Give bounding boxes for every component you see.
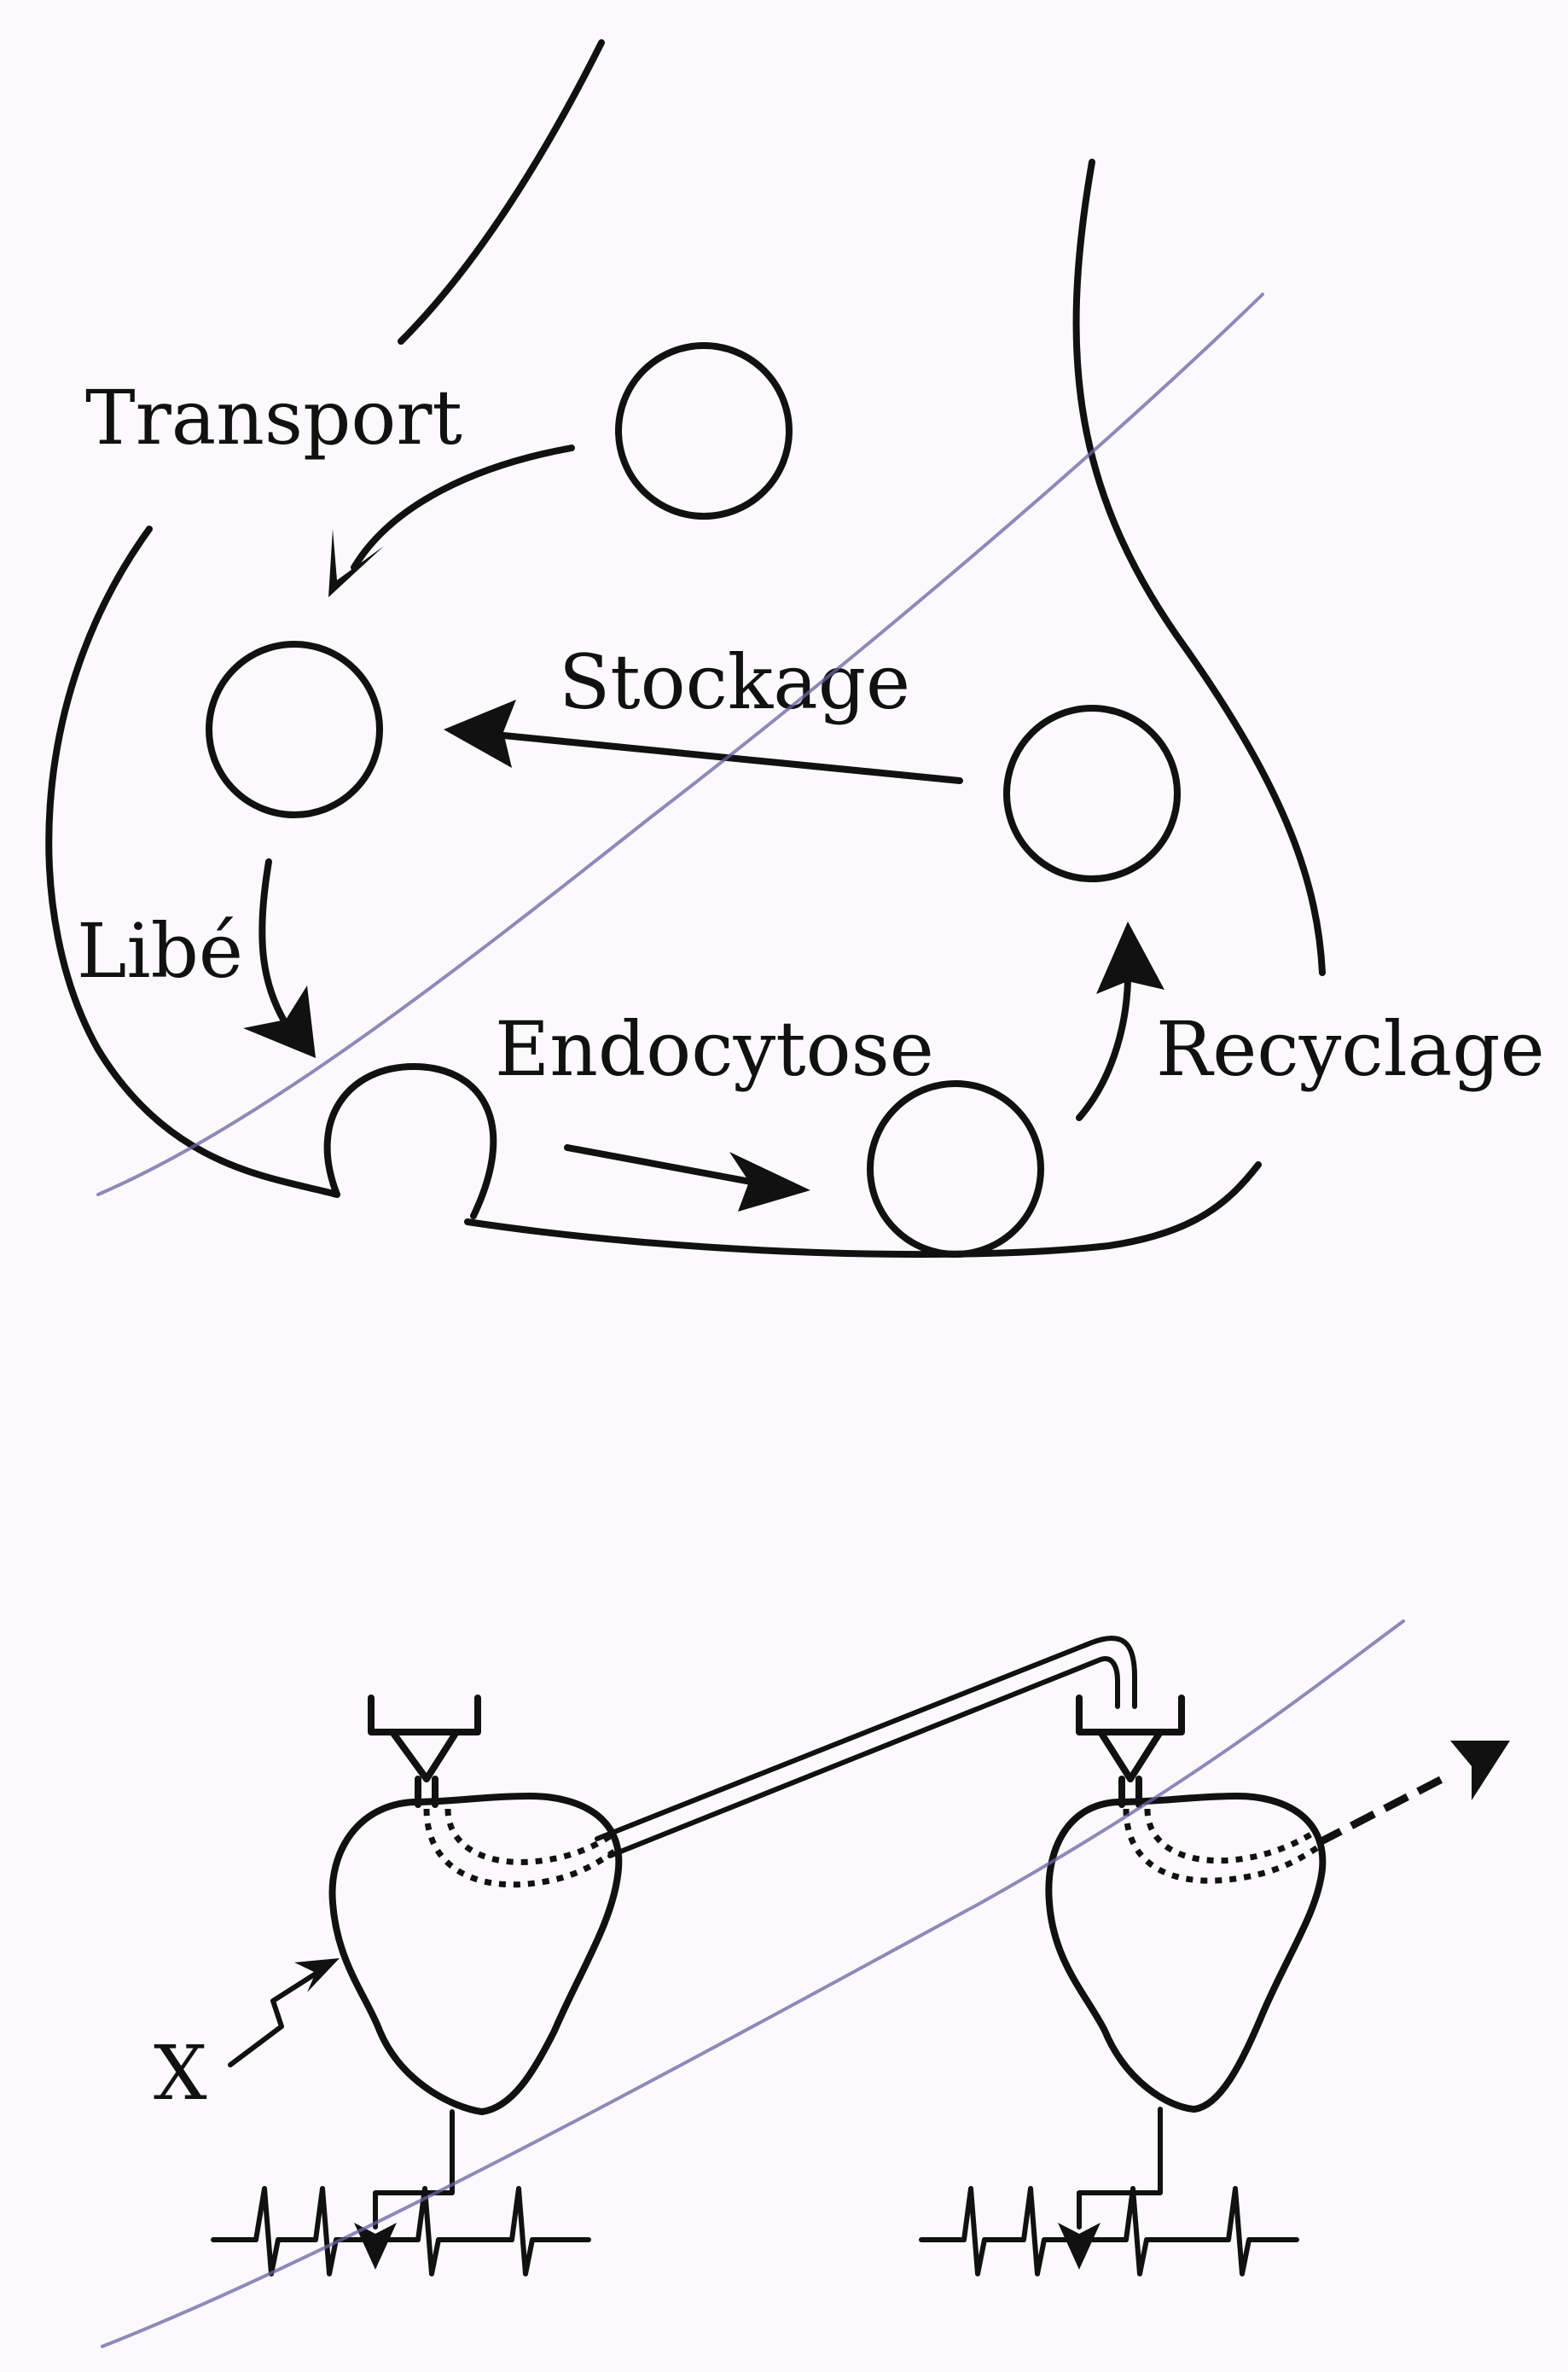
perfusion-tube-inner	[607, 1656, 1120, 1858]
right-outflow-dashed	[1315, 1771, 1453, 1846]
terminal-outline-upper-left	[398, 39, 605, 345]
right-heart-body	[1045, 1793, 1327, 2113]
terminal-outline-right	[1072, 159, 1326, 976]
stimulus-zigzag	[228, 1968, 322, 2067]
arrow-endocytose-shaft	[564, 1144, 754, 1185]
vesicle-transport	[615, 342, 793, 520]
vesicle-cycle-diagram: Transport Stockage Libé Endocytose Recyc…	[45, 39, 1545, 1259]
terminal-outline-bottom	[464, 1161, 1262, 1259]
label-endocytose: Endocytose	[495, 1005, 934, 1093]
right-dotted-vessel-outer	[1123, 1808, 1320, 1884]
left-dotted-vessel-outer	[423, 1808, 616, 1888]
left-output-arrowhead	[354, 2223, 397, 2270]
left-output-lead	[373, 2109, 455, 2230]
pen-stroke-top	[96, 293, 1264, 1196]
left-heart-body	[328, 1793, 623, 2115]
vesicle-endocytose	[867, 1080, 1044, 1258]
arrow-transport-shaft	[351, 445, 575, 571]
arrow-transport-head	[328, 529, 384, 597]
label-stockage: Stockage	[559, 638, 910, 726]
right-outflow-arrowhead	[1450, 1741, 1510, 1800]
label-transport: Transport	[85, 374, 462, 462]
vesicle-stockage	[206, 641, 383, 818]
right-ecg-trace	[919, 2186, 1299, 2276]
arrow-libe-head	[243, 985, 316, 1058]
terminal-outline-left	[45, 526, 340, 1198]
right-output-lead	[1077, 2107, 1163, 2230]
left-dotted-vessel-inner	[444, 1808, 612, 1865]
label-libe: Libé	[77, 907, 243, 995]
vesicle-recyclage	[1003, 705, 1181, 882]
right-dotted-vessel-inner	[1144, 1808, 1315, 1864]
perfusion-tube-outer	[595, 1636, 1137, 1841]
right-output-arrowhead	[1058, 2223, 1101, 2270]
arrow-stockage-shaft	[483, 730, 963, 784]
fusion-pore-membrane	[323, 1063, 497, 1219]
arrow-endocytose-head	[729, 1152, 810, 1212]
label-recyclage: Recyclage	[1156, 1005, 1545, 1093]
stimulus-arrowhead	[294, 1958, 340, 1992]
arrow-recyclage-head	[1096, 921, 1164, 994]
left-ecg-trace	[211, 2186, 591, 2276]
arrow-recyclage-shaft	[1076, 978, 1131, 1121]
right-funnel	[1076, 1695, 1185, 1808]
arrow-libe-shaft	[258, 858, 298, 1040]
arrow-stockage-head	[444, 700, 516, 768]
left-funnel	[368, 1695, 481, 1808]
right-heart	[919, 1695, 1510, 2276]
label-x: X	[154, 2029, 207, 2117]
pen-stroke-bottom	[101, 1619, 1405, 2348]
perfused-hearts-diagram: X	[101, 1619, 1510, 2348]
left-heart: X	[154, 1695, 623, 2276]
